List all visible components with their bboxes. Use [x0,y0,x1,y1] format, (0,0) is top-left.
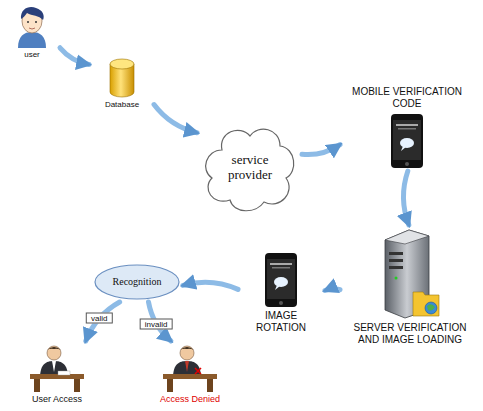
node-label: Recognition [108,276,166,288]
user-icon: user [6,4,58,59]
node-label: MOBILE VERIFICATION CODE [343,86,471,109]
flow-arrow [403,171,408,225]
desk-icon [28,344,86,392]
node-label: Access Denied [148,394,232,404]
person-icon [12,4,52,48]
server-icon [379,228,441,320]
deskDenied-icon [161,344,219,392]
phone-icon [264,252,298,308]
edge-label: valid [86,313,112,324]
flow-arrow [325,289,340,291]
service-cloud: service provider [200,120,300,215]
phone-node: MOBILE VERIFICATION CODE [343,86,471,169]
flow-arrow [302,145,340,155]
access-figure: User Access [18,344,96,404]
decision-ellipse: Recognition [94,264,180,300]
phone-node: IMAGE ROTATION [240,252,322,333]
phone-icon [390,113,424,169]
flow-arrow [60,48,89,65]
denied-figure: Access Denied [148,344,232,404]
node-label: Database [92,100,152,109]
edge-label: invalid [140,318,173,329]
server-node: SERVER VERIFICATION AND IMAGE LOADING [342,228,478,345]
node-label: User Access [18,394,96,404]
node-label: IMAGE ROTATION [240,310,322,333]
flow-arrow [183,282,238,289]
node-label: service provider [214,153,286,183]
flow-arrow [86,302,120,341]
database-cylinder: Database [92,58,152,109]
flow-arrow [154,105,197,133]
db-icon [108,58,136,98]
node-label: SERVER VERIFICATION AND IMAGE LOADING [342,322,478,345]
node-label: user [6,50,58,59]
